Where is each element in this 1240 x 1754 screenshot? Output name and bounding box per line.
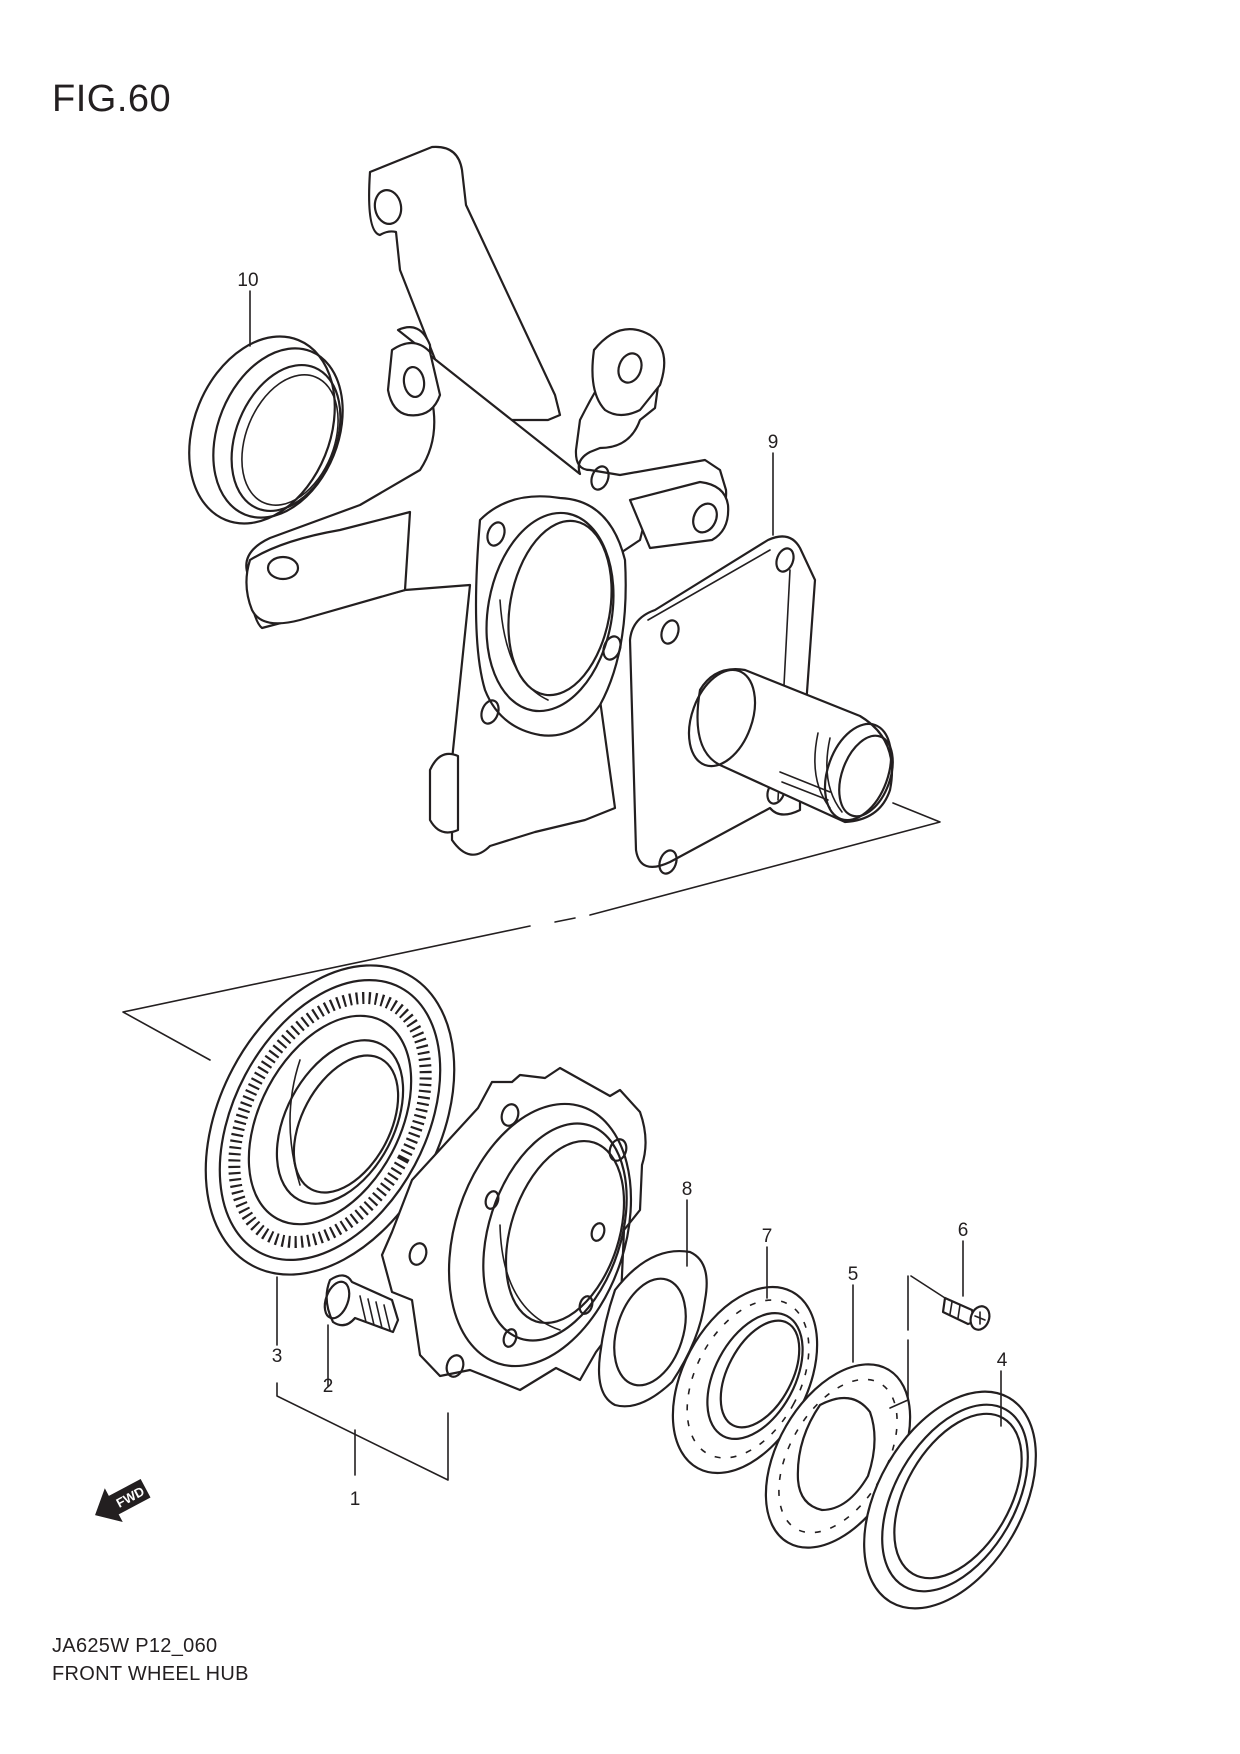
callout-2: 2 [323,1376,334,1397]
callout-numbers: 10 9 8 7 6 5 4 3 2 1 [237,270,1007,1510]
part-10-oil-seal [188,335,344,525]
callout-8: 8 [682,1179,693,1200]
part-3-abs-sensor-ring [204,964,456,1276]
fwd-direction-marker: FWD [95,1479,151,1523]
figure-name: FRONT WHEEL HUB [52,1663,249,1685]
part-8-washer [597,1250,708,1408]
part-9-spindle [628,535,894,875]
part-7-bearing [671,1285,819,1475]
callout-6: 6 [958,1220,969,1241]
callout-9: 9 [768,432,779,453]
figure-title: FIG.60 [52,78,172,120]
callout-1: 1 [350,1489,361,1510]
part-1-wheel-hub [380,1066,647,1392]
callout-4: 4 [997,1350,1008,1371]
callout-3: 3 [272,1346,283,1367]
arrow-left-down-icon [95,1479,151,1523]
figure-code: JA625W P12_060 [52,1635,218,1657]
axis-guide-lines [122,802,941,1061]
part-6-screw [941,1296,991,1331]
callout-5: 5 [848,1264,859,1285]
steering-knuckle [245,145,730,856]
part-2-hub-bolt [323,1274,400,1334]
callout-leaders [249,290,1002,1481]
part-4-outer-seal [863,1390,1037,1610]
callout-7: 7 [762,1226,773,1247]
callout-10: 10 [237,270,258,291]
